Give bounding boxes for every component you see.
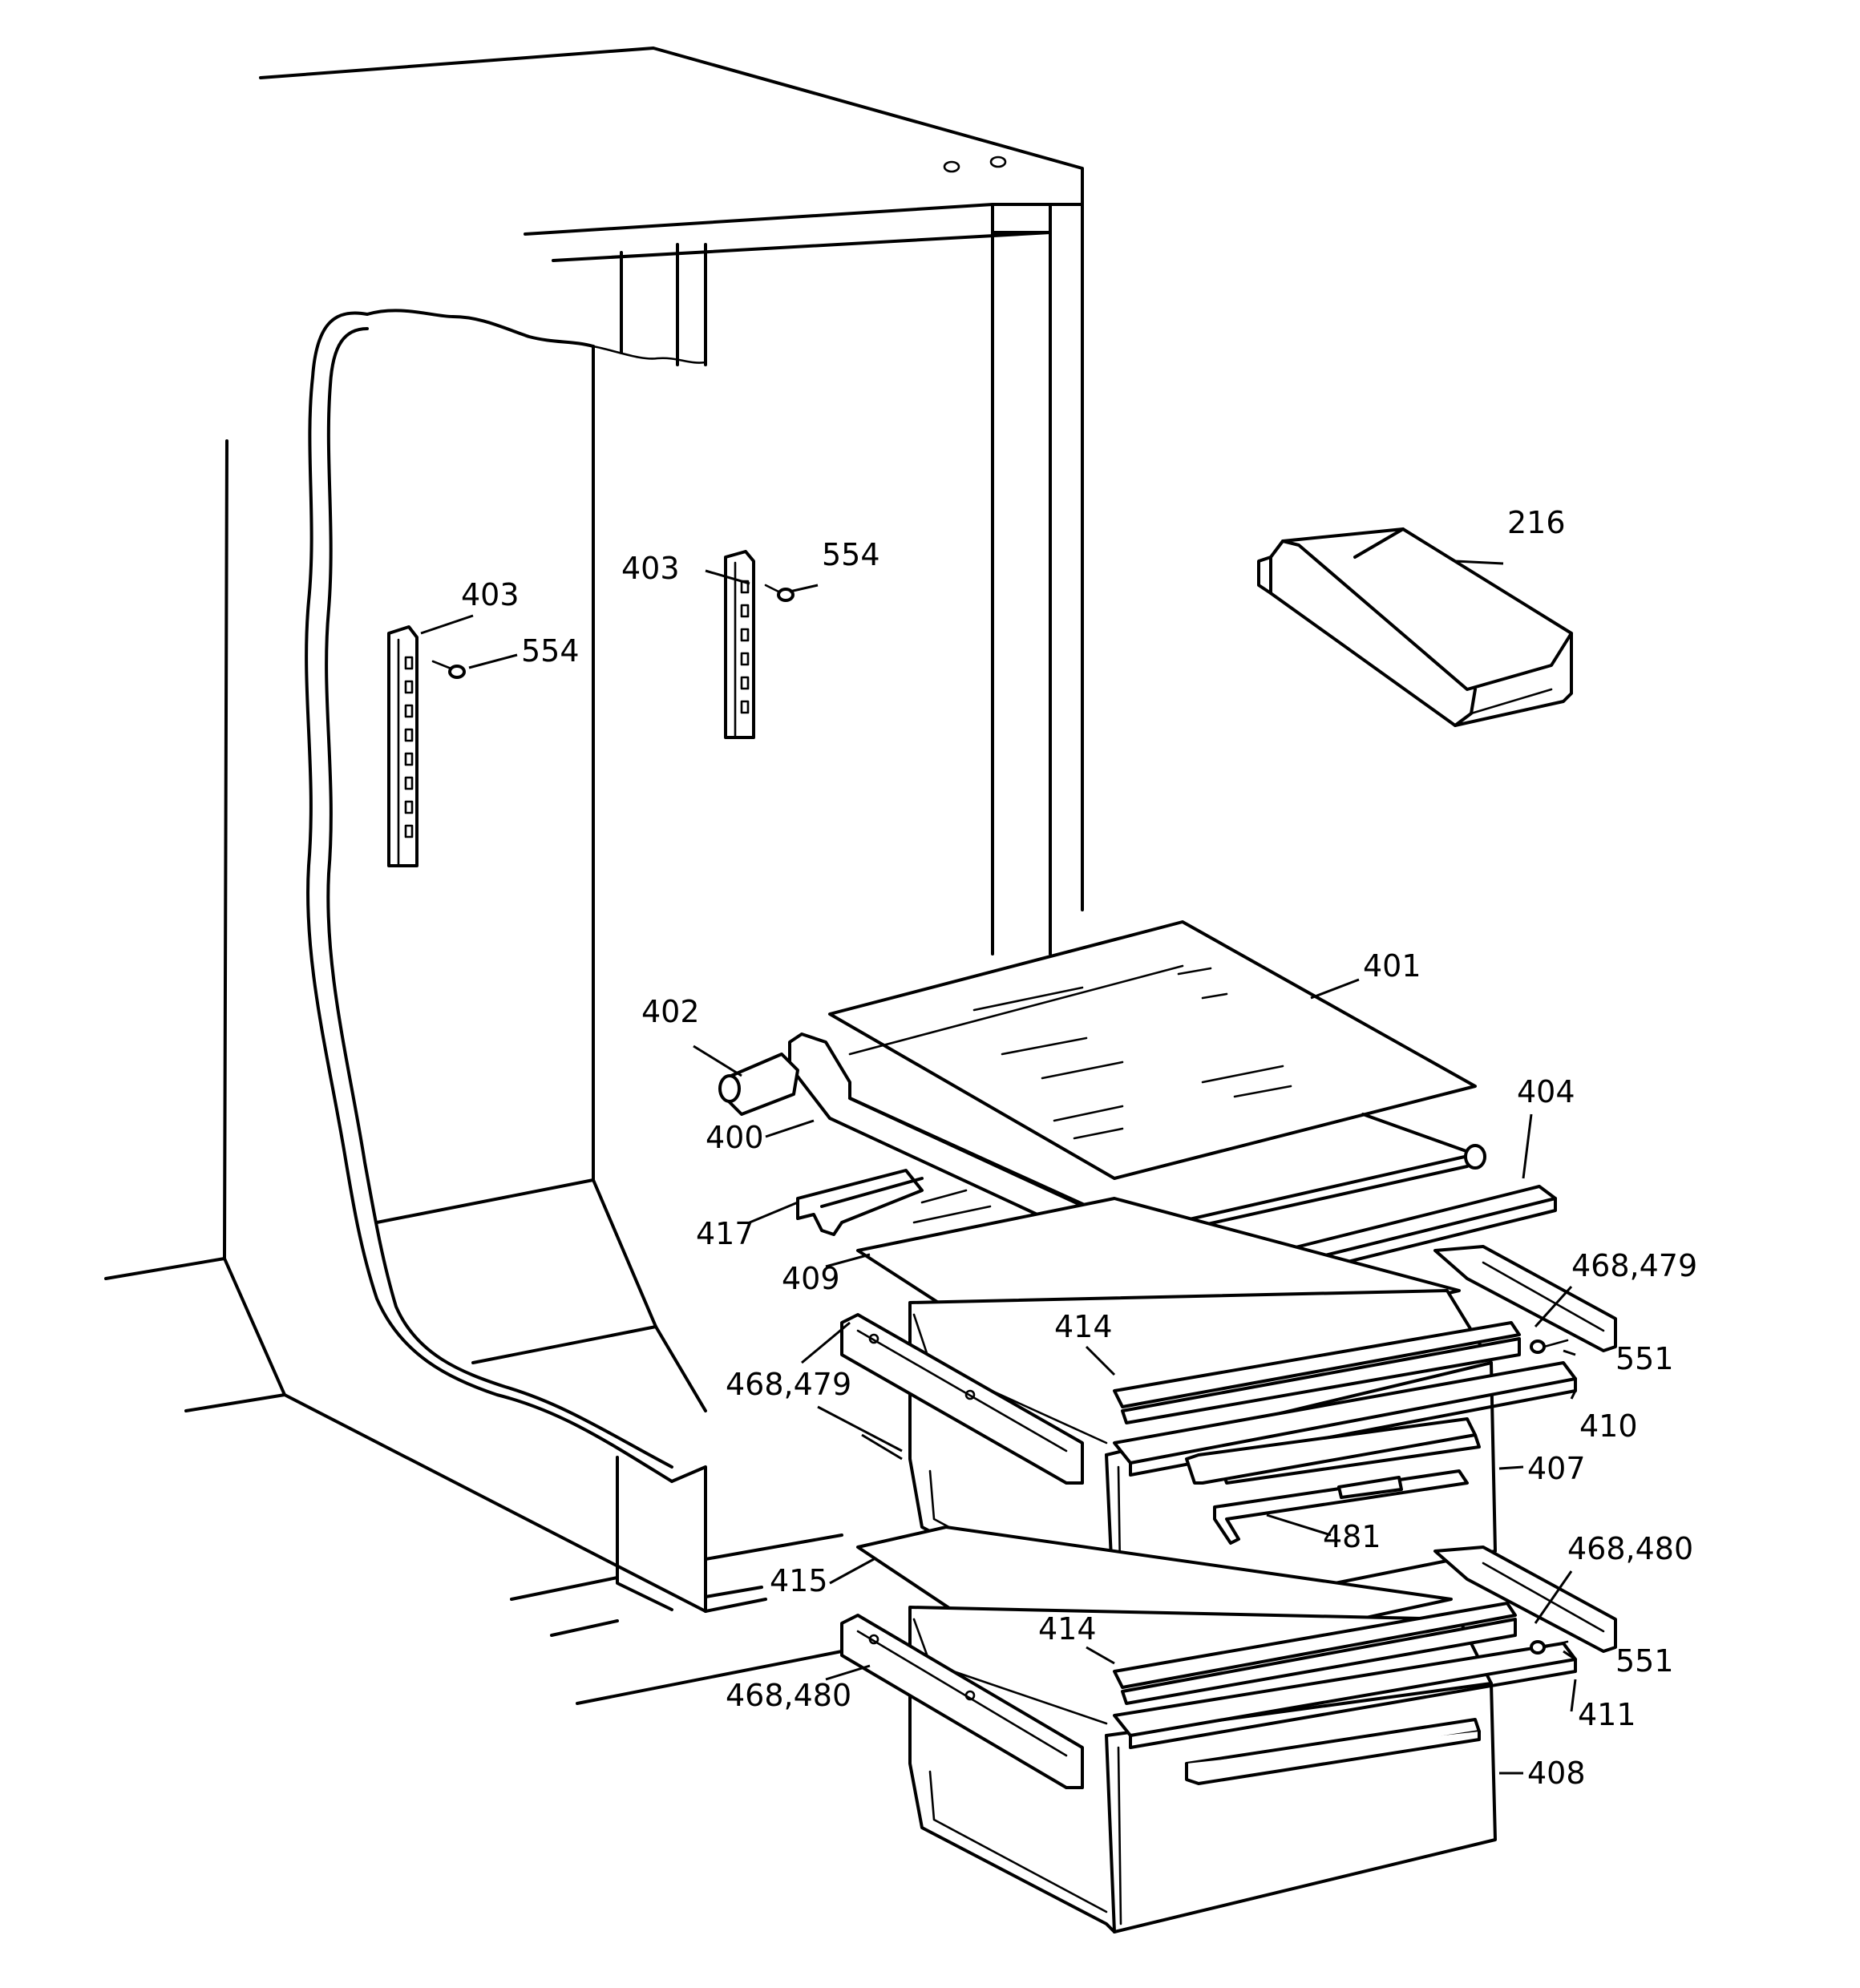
label-468-479-right: 468,479 — [1571, 1248, 1697, 1283]
bin-216 — [1257, 527, 1573, 727]
label-468-479-left: 468,479 — [726, 1367, 851, 1402]
label-216: 216 — [1507, 505, 1566, 540]
label-411: 411 — [1578, 1697, 1636, 1732]
label-554-left: 554 — [521, 633, 580, 669]
label-408: 408 — [1527, 1756, 1586, 1791]
screw-551-lower — [1530, 1640, 1569, 1655]
label-414-upper: 414 — [1054, 1309, 1113, 1344]
label-415: 415 — [770, 1563, 828, 1598]
label-403-right: 403 — [621, 551, 680, 586]
label-400: 400 — [706, 1120, 764, 1155]
shelf-ladder-left — [387, 625, 418, 867]
glass-shelf-401 — [828, 920, 1477, 1180]
slide-468-480-right — [1433, 1546, 1617, 1653]
shelf-ladder-right — [724, 550, 755, 739]
label-414-lower: 414 — [1038, 1611, 1097, 1647]
crisper-pan-408 — [908, 1602, 1577, 1933]
label-404: 404 — [1517, 1074, 1575, 1109]
shelf-roller-402 — [718, 1053, 799, 1116]
label-402: 402 — [641, 994, 700, 1029]
leader-lines — [420, 560, 1577, 1775]
label-407: 407 — [1527, 1451, 1586, 1486]
label-403-left: 403 — [461, 577, 520, 612]
label-417: 417 — [696, 1216, 754, 1251]
label-410: 410 — [1579, 1408, 1638, 1444]
label-401: 401 — [1363, 948, 1421, 984]
slide-468-479-left — [840, 1313, 1084, 1485]
slide-468-480-left — [840, 1614, 1084, 1789]
label-551-lower: 551 — [1615, 1643, 1674, 1679]
label-481: 481 — [1323, 1519, 1381, 1554]
bracket-417 — [796, 1169, 992, 1236]
label-554-right: 554 — [822, 537, 880, 572]
slide-468-479-right — [1433, 1245, 1617, 1352]
screw-554-left — [431, 660, 466, 679]
screw-554-right — [764, 584, 795, 602]
label-468-480-right: 468,480 — [1567, 1531, 1693, 1566]
cutaway-edge — [305, 309, 673, 1483]
label-468-480-left: 468,480 — [726, 1678, 851, 1713]
cabinet — [104, 46, 1084, 1705]
label-551-upper: 551 — [1615, 1341, 1674, 1376]
part-labels: 216 554 554 403 403 401 402 404 400 417 … — [461, 505, 1697, 1791]
label-409: 409 — [782, 1261, 840, 1296]
screw-551-upper — [1530, 1339, 1569, 1354]
